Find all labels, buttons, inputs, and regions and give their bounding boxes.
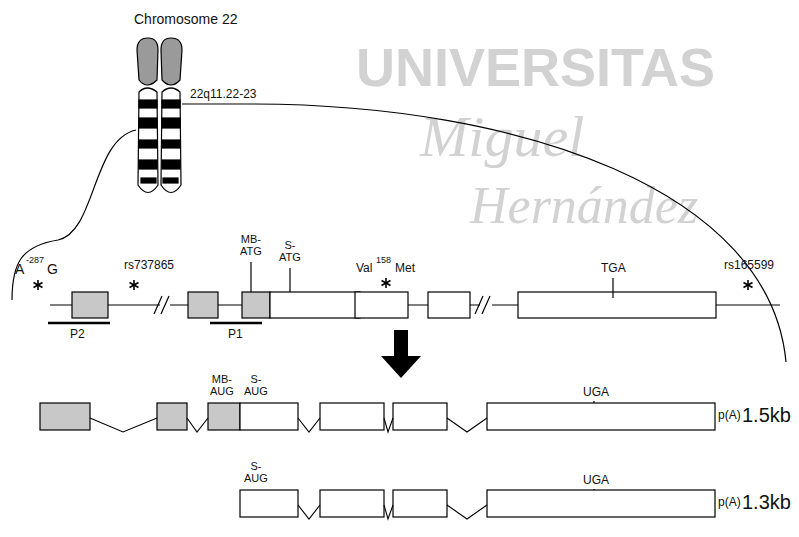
snp-label: A <box>15 262 24 277</box>
band-label: 22q11.22-23 <box>190 88 257 101</box>
polya-label: p(A) <box>718 496 741 509</box>
transcription-arrow <box>381 330 421 378</box>
polya-label: p(A) <box>718 409 741 422</box>
codon-label: MB-ATG <box>240 233 262 257</box>
watermark: Hernández <box>470 180 698 232</box>
snp-label: rs737865 <box>124 259 174 272</box>
watermark: UNIVERSITAS <box>356 40 715 94</box>
codon-label: MB-AUG <box>210 373 234 397</box>
codon-label: UGA <box>583 386 609 399</box>
snp-label: Met <box>395 262 415 275</box>
size-label: 1.5kb <box>742 404 791 426</box>
chromosome-symbol <box>137 38 182 193</box>
snp-superscript: -287 <box>26 256 44 266</box>
exon-box <box>72 292 716 318</box>
snp-superscript: 158 <box>376 256 391 266</box>
mrna-exon <box>240 490 715 517</box>
codon-tick <box>251 262 613 500</box>
size-label: 1.3kb <box>742 491 791 513</box>
codon-label: S-AUG <box>244 373 268 397</box>
splice-line <box>298 505 487 519</box>
snp-label: Val <box>356 262 372 275</box>
codon-label: TGA <box>601 262 626 275</box>
promoter-bar <box>48 322 110 325</box>
chromosome-label: Chromosome 22 <box>134 12 238 27</box>
mrna-exon <box>40 403 715 430</box>
promoter-label: P2 <box>70 328 85 341</box>
zoom-curve <box>182 104 786 362</box>
snp-label: rs165599 <box>724 259 774 272</box>
watermark: Miguel <box>420 108 584 166</box>
promoter-bar <box>210 322 262 325</box>
splice-line <box>90 418 487 432</box>
snp-label: G <box>47 262 58 277</box>
snp-asterisk <box>34 278 753 290</box>
codon-label: S-ATG <box>279 239 301 263</box>
zoom-curve <box>12 130 136 300</box>
codon-label: UGA <box>583 474 609 487</box>
promoter-label: P1 <box>228 328 243 341</box>
codon-label: S-AUG <box>244 460 268 484</box>
